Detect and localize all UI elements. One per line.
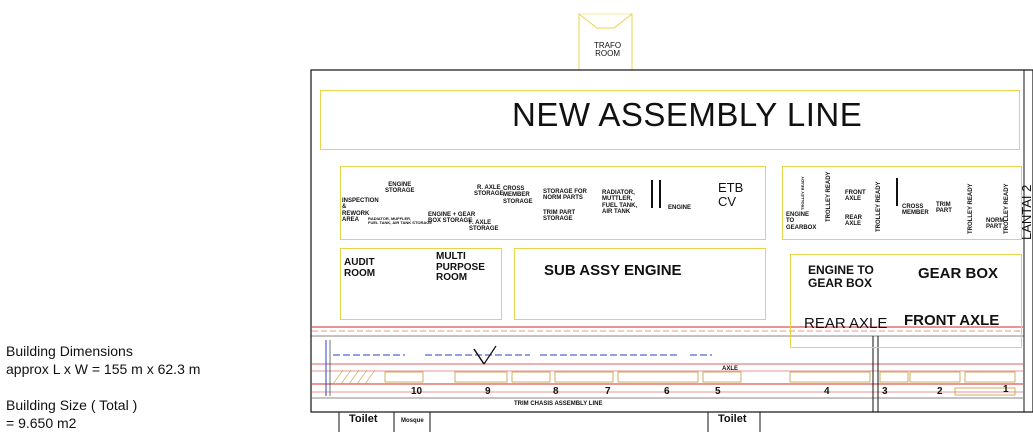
mosque: Mosque [401, 418, 424, 424]
station-8: 8 [553, 386, 559, 397]
lantai-label: LANTAI 2 [1019, 184, 1033, 240]
divider-bars [651, 178, 898, 208]
inspection-area: INSPECTION & REWORK AREA [342, 198, 379, 223]
engine-label: ENGINE [668, 205, 692, 211]
station-5: 5 [715, 386, 721, 397]
trafo-room [578, 12, 633, 70]
inspection-sub-label: RADIATOR, MUFFLER, FUEL TANK, AIR TANK S… [368, 216, 432, 226]
station-2: 2 [937, 386, 943, 397]
station-3: 3 [882, 386, 888, 397]
multi-purpose-room-label: MULTI PURPOSE ROOM [436, 251, 485, 283]
trim-part-right: TRIM PART [936, 202, 952, 215]
f-axle-storage: F. AXLE STORAGE [469, 220, 499, 233]
sub-assy-engine-label: SUB ASSY ENGINE [544, 262, 682, 279]
rear-axle-label: REAR AXLE [804, 315, 888, 332]
building-size-label: Building Size ( Total ) [6, 397, 138, 413]
norm-part-right: NORM PART [986, 218, 1005, 231]
engine-to-gearbox-storage: ENGINE TO GEARBOX [786, 212, 817, 231]
trolley-ready-5: TROLLEY READY [1004, 183, 1010, 234]
station-9: 9 [485, 386, 491, 397]
building-size-value: = 9.650 m2 [6, 415, 77, 431]
storage-zone-right [782, 166, 1022, 240]
cross-member-storage: CROSS MEMBER STORAGE [503, 186, 533, 205]
engine-to-gearbox-label: ENGINE TO GEAR BOX [808, 263, 874, 290]
building-dimensions-label: Building Dimensions [6, 343, 133, 359]
station-7: 7 [605, 386, 611, 397]
cross-member-right: CROSS MEMBER [902, 204, 929, 217]
trolley-ready-1: TROLLEY READY [800, 176, 805, 210]
right-assy-zone [790, 254, 1022, 348]
trolley-ready-3: TROLLEY READY [876, 181, 882, 232]
building-dimensions-value: approx L x W = 155 m x 62.3 m [6, 361, 201, 377]
toilet-left: Toilet [349, 413, 378, 425]
audit-room [340, 248, 502, 320]
station-10: 10 [411, 386, 423, 397]
front-axle-label: FRONT AXLE [904, 312, 1000, 329]
engine-gearbox-storage: ENGINE + GEAR BOX STORAGE [428, 212, 476, 225]
etb-cv-label: ETB CV [718, 180, 744, 209]
title-zone [320, 90, 1020, 150]
front-axle-storage: FRONT AXLE [845, 190, 866, 203]
norm-parts-storage: STORAGE FOR NORM PARTS [543, 189, 587, 202]
station-1: 1 [1003, 384, 1009, 395]
conveyor-lines [312, 326, 1023, 412]
r-axle-storage: R. AXLE STORAGE [474, 185, 504, 198]
sub-assy-engine-zone [514, 248, 766, 320]
trolley-ready-4: TROLLEY READY [968, 183, 974, 234]
trim-chassis-line-label: TRIM CHASIS ASSEMBLY LINE [514, 401, 603, 407]
trolley-ready-2: TROLLEY READY [826, 171, 832, 222]
engine-storage: ENGINE STORAGE [385, 182, 415, 195]
building-outline [310, 69, 1033, 413]
station-6: 6 [664, 386, 670, 397]
radiator-storage: RADIATOR, MUTTLER, FUEL TANK, AIR TANK [602, 190, 638, 215]
gearbox-label: GEAR BOX [918, 265, 999, 282]
toilet-right: Toilet [718, 413, 747, 425]
audit-room-label: AUDIT ROOM [344, 257, 376, 279]
axle-station-label: AXLE [722, 366, 739, 372]
trim-part-storage: TRIM PART STORAGE [543, 210, 576, 223]
rear-axle-storage: REAR AXLE [845, 215, 863, 228]
page-title: NEW ASSEMBLY LINE [512, 96, 863, 133]
station-4: 4 [824, 386, 830, 397]
storage-zone-left [340, 166, 766, 240]
trafo-room-label: TRAFO ROOM [594, 41, 622, 59]
